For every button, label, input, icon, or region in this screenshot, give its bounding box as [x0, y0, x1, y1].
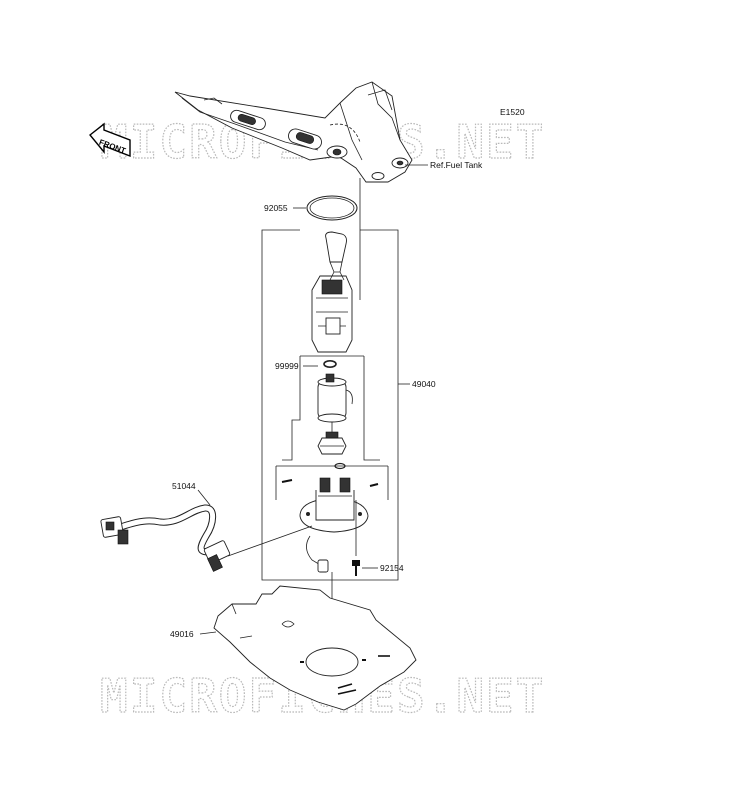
pump-upper-housing [311, 231, 353, 353]
label-49016: 49016 [170, 629, 194, 639]
diagram-code: E1520 [500, 107, 525, 117]
label-51044: 51044 [172, 481, 196, 491]
label-49040: 49040 [412, 379, 436, 389]
screw-right-icon [369, 483, 379, 487]
label-92154: 92154 [380, 563, 404, 573]
fuel-tank-ref [174, 81, 413, 183]
label-99999: 99999 [275, 361, 299, 371]
assembly-bracket-49040 [261, 229, 399, 581]
bolt-92154-icon [352, 560, 360, 576]
gasket-ring-92055 [306, 195, 358, 221]
fuel-pump-motor [317, 373, 353, 432]
wiring-harness-51044 [100, 504, 231, 572]
pump-strainer [317, 431, 347, 455]
o-ring-99999 [323, 359, 337, 368]
pump-flange-plate [299, 477, 369, 573]
label-92055: 92055 [264, 203, 288, 213]
label-ref-fuel-tank: Ref.Fuel Tank [430, 160, 483, 170]
gasket-plate-49016 [213, 585, 417, 711]
screw-left-icon [281, 479, 293, 483]
